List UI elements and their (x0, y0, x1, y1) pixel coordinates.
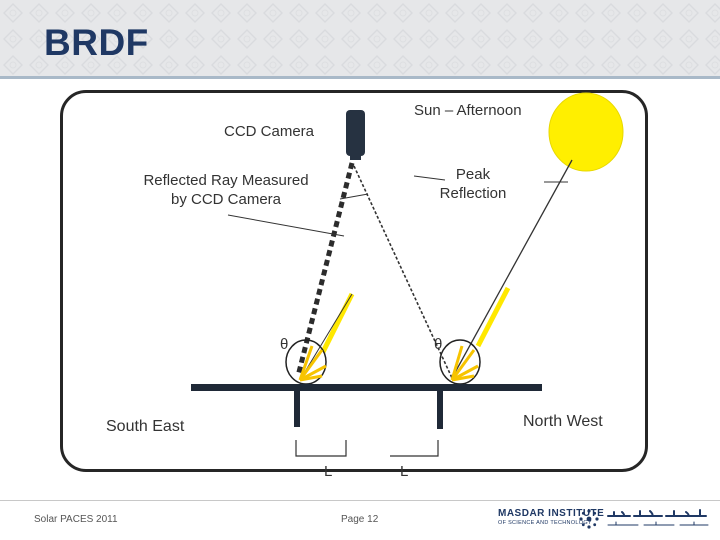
header-pattern (0, 0, 720, 78)
left-scatter-burst (298, 345, 327, 382)
sun-icon (548, 92, 624, 172)
masdar-emblem-icon (579, 509, 599, 529)
footer-page-number: Page 12 (341, 514, 379, 525)
peak-reflection-label: Peak Reflection (430, 165, 516, 203)
theta-left: θ (280, 336, 289, 353)
right-post (437, 391, 443, 429)
footer-rule (0, 500, 720, 501)
diagram-frame (60, 90, 648, 472)
logo-main-text: MASDAR INSTITUTE (498, 508, 605, 519)
logo-arabic-wordmark (607, 509, 709, 526)
reflected-ray-label: Reflected Ray Measured by CCD Camera (136, 171, 316, 209)
reflected-label-pointer (227, 214, 345, 237)
camera-label: CCD Camera (224, 123, 315, 140)
length-right-label: L (400, 463, 409, 480)
logo-sub-text: OF SCIENCE AND TECHNOLOGY (498, 520, 592, 526)
slide-title: BRDF (44, 22, 149, 63)
length-marker (295, 440, 439, 457)
footer-conference: Solar PACES 2011 (34, 514, 118, 525)
camera-side-pointer (339, 193, 369, 200)
sample-platform (191, 384, 542, 391)
incident-ray-yellow (475, 286, 511, 348)
sun-label: Sun – Afternoon (414, 102, 522, 119)
incident-ray (451, 159, 573, 379)
reflected-label-line2: by CCD Camera (170, 191, 282, 208)
peak-label-line2: Reflection (439, 185, 507, 202)
peak-reflection-ray (353, 165, 453, 379)
peak-label-pointer (413, 175, 446, 181)
left-post (294, 391, 300, 427)
length-left-label: L (324, 463, 333, 480)
right-scatter-burst (450, 345, 479, 382)
reflected-label-line1: Reflected Ray Measured (143, 172, 309, 189)
left-incident-ray-yellow (320, 292, 355, 354)
theta-right: θ (434, 336, 443, 353)
peak-label-line1: Peak (455, 166, 491, 183)
masdar-logo: MASDAR INSTITUTE OF SCIENCE AND TECHNOLO… (498, 506, 712, 532)
header-bar (0, 0, 720, 78)
ccd-camera-lens (350, 154, 361, 160)
header-rule (0, 76, 720, 79)
south-east-label: South East (106, 418, 185, 435)
north-west-label: North West (523, 413, 603, 430)
ccd-camera-icon (346, 110, 365, 156)
